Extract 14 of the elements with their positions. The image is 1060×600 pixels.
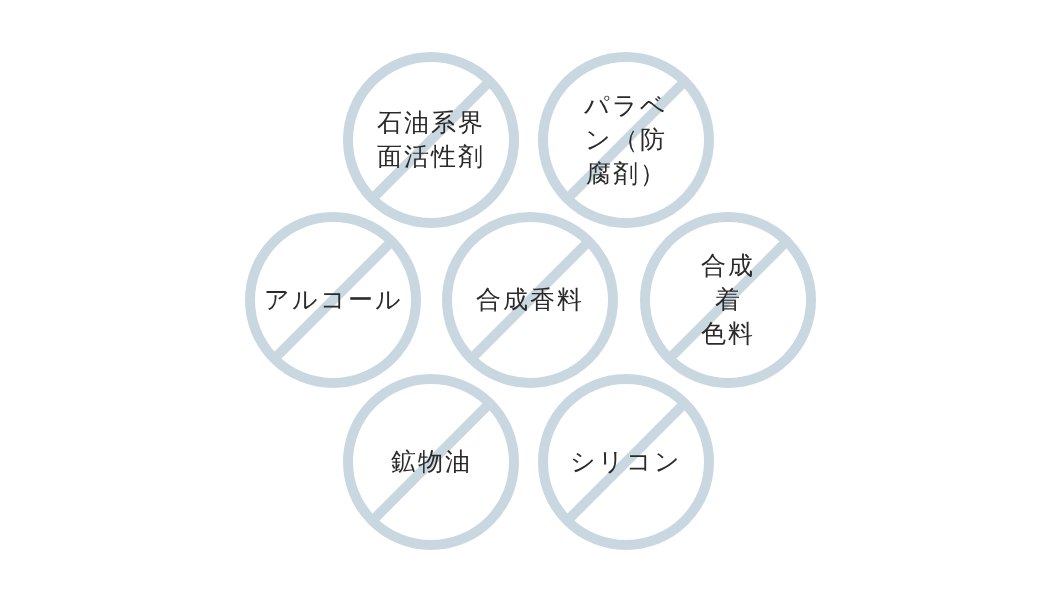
prohibition-circle <box>341 50 521 230</box>
prohibition-circle <box>243 210 423 390</box>
prohibition-circle <box>341 372 521 552</box>
ingredient-label: 合成着色料 <box>700 251 756 349</box>
ingredient-label: パラベン（防腐剤） <box>583 91 669 189</box>
ingredient-label: 合成香料 <box>475 285 585 316</box>
ingredient-label: 石油系界面活性剤 <box>376 108 486 172</box>
prohibition-circle <box>536 372 716 552</box>
ingredient-label: シリコン <box>569 447 683 478</box>
prohibition-circle <box>638 210 818 390</box>
prohibition-circle <box>536 50 716 230</box>
ingredient-label: 鉱物油 <box>389 447 473 478</box>
ingredient-label: アルコール <box>262 285 404 316</box>
prohibition-circle <box>440 210 620 390</box>
